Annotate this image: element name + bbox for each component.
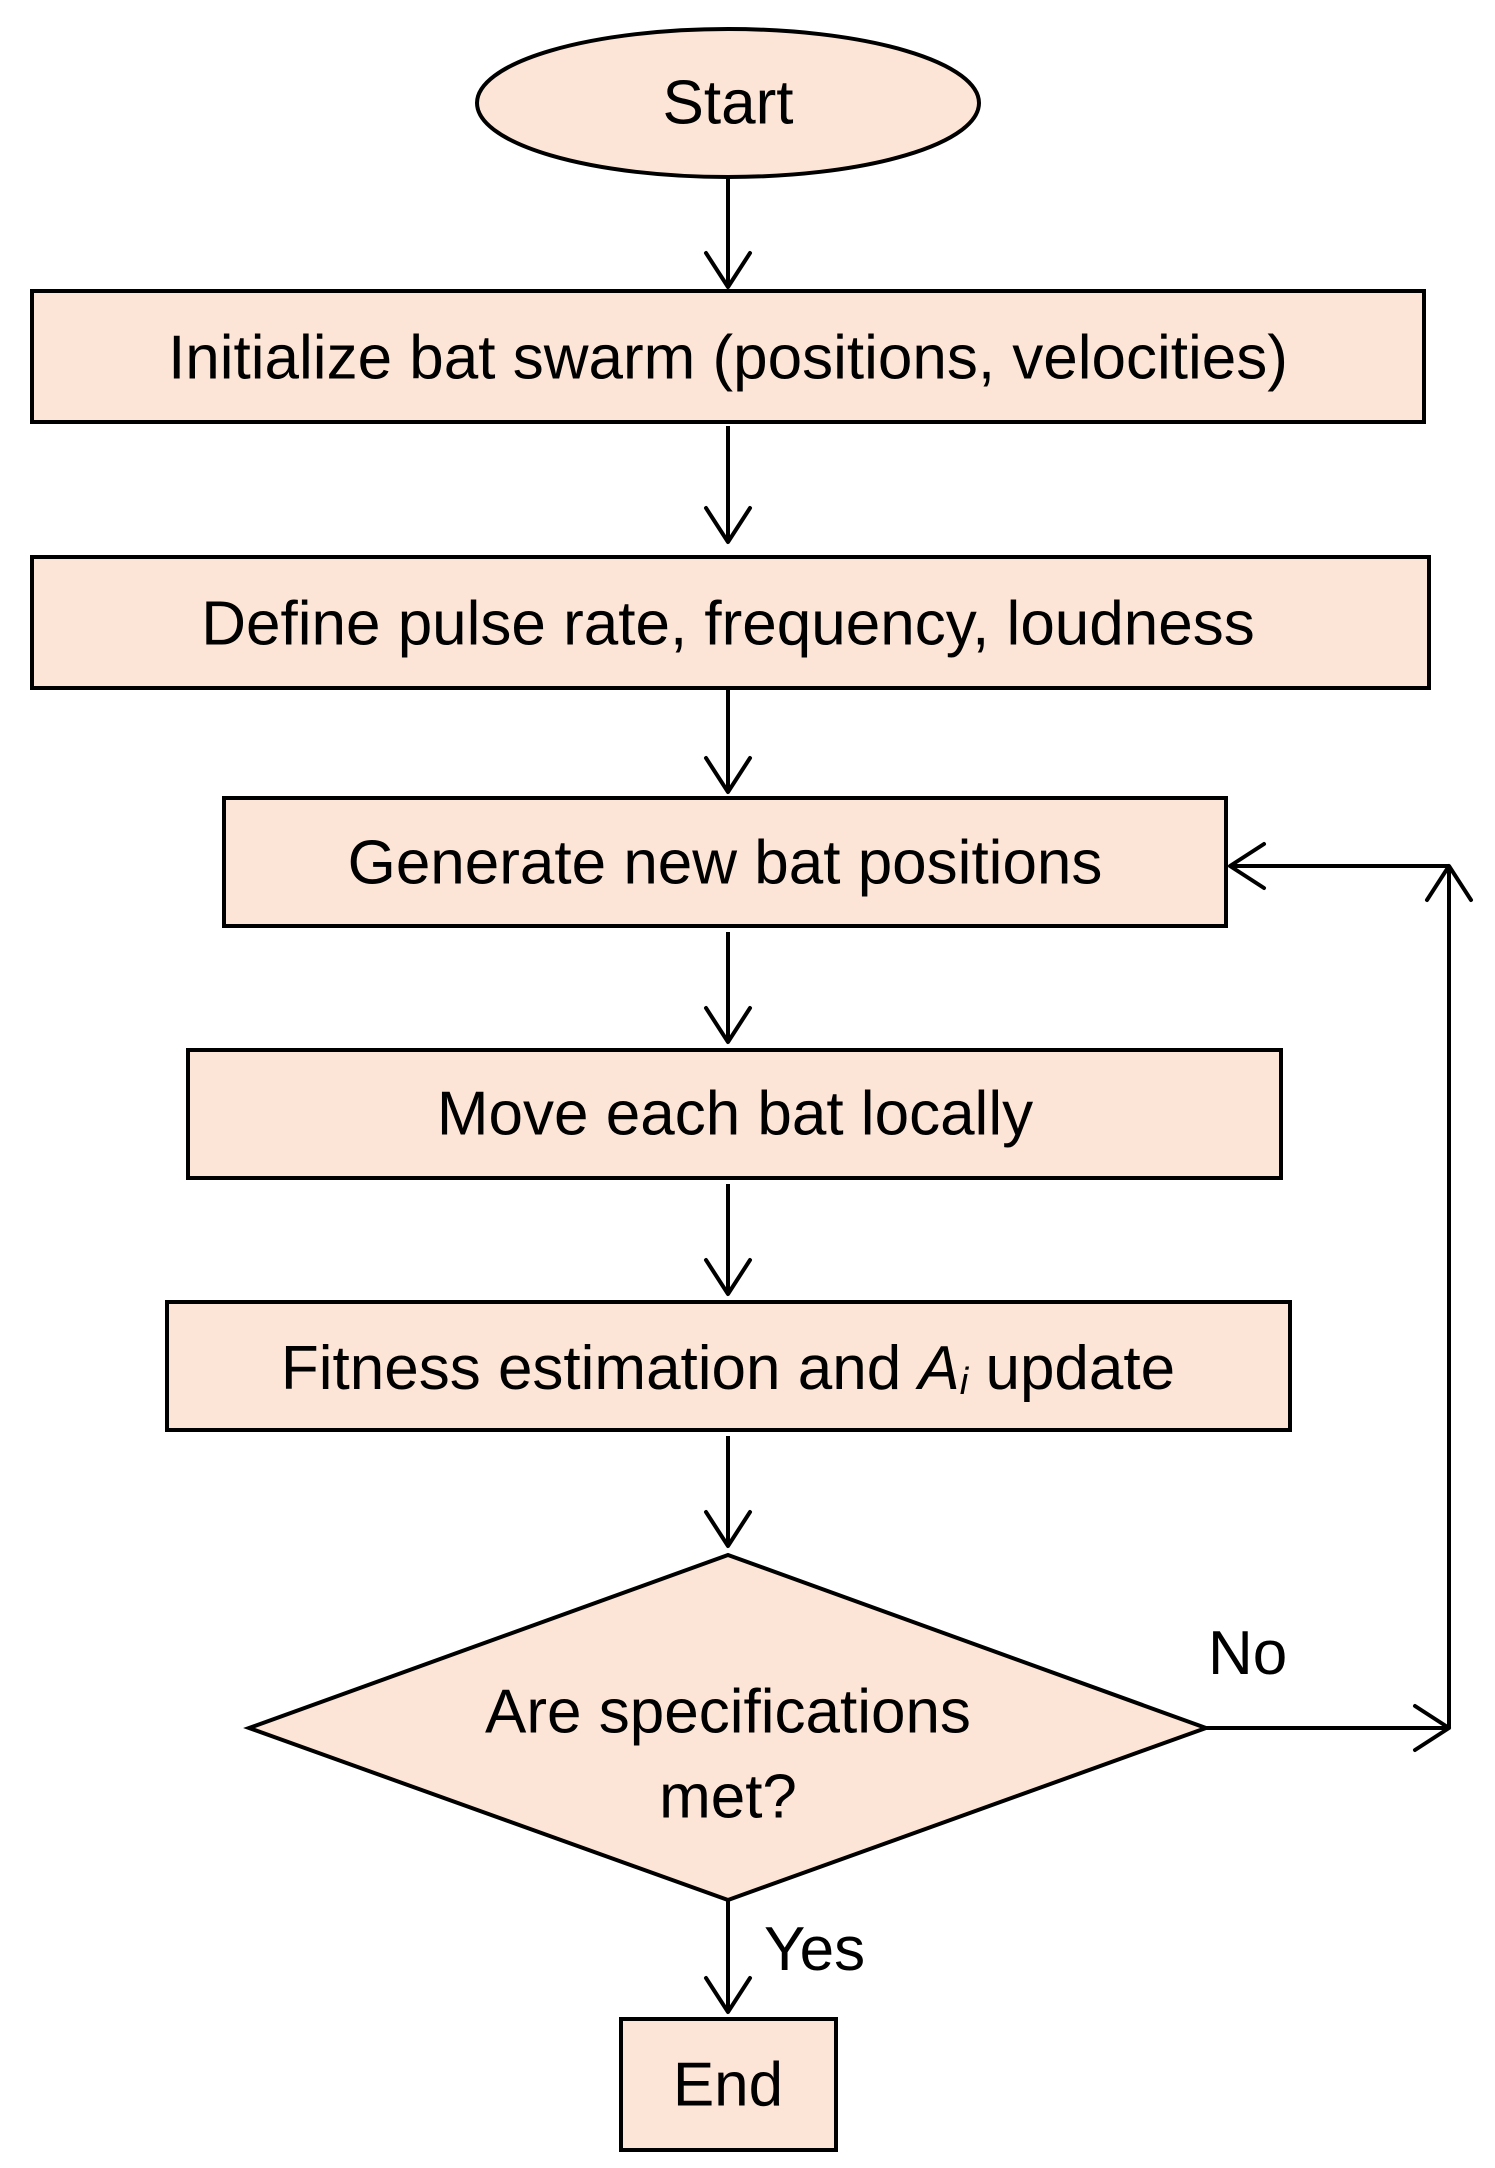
fitness-node (165, 1300, 1292, 1432)
move-label: Move each bat locally (437, 1080, 1033, 1149)
move-node (186, 1048, 1283, 1180)
start-label: Start (663, 69, 794, 138)
arrowhead-start-init (704, 251, 752, 289)
end-label: End (673, 2051, 783, 2120)
fitness-label-suffix: update (968, 1334, 1175, 1403)
arrowhead-yes (704, 1976, 752, 2014)
fitness-label: Fitness estimation and Ai update (281, 1334, 1175, 1404)
define-node (30, 555, 1431, 690)
arrowhead-define-generate (704, 756, 752, 794)
arrowhead-init-define (704, 506, 752, 544)
fitness-label-prefix: Fitness estimation and (281, 1334, 919, 1403)
no-label: No (1208, 1619, 1287, 1688)
arrowhead-no-generate (1228, 842, 1266, 890)
end-node (619, 2017, 838, 2152)
arrowhead-generate-move (704, 1006, 752, 1044)
fitness-label-symbol: A (914, 1334, 959, 1403)
arrowhead-fitness-decision (704, 1510, 752, 1548)
yes-label: Yes (764, 1915, 865, 1984)
decision-label-line2: met? (659, 1763, 797, 1832)
generate-node (222, 796, 1228, 928)
init-label: Initialize bat swarm (positions, velocit… (168, 324, 1288, 393)
arrowhead-move-fitness (704, 1258, 752, 1296)
generate-label: Generate new bat positions (348, 829, 1103, 898)
define-label: Define pulse rate, frequency, loudness (201, 590, 1255, 659)
init-node (30, 289, 1426, 424)
fitness-label-subscript: i (960, 1361, 970, 1403)
decision-label-line1: Are specifications (485, 1678, 971, 1747)
